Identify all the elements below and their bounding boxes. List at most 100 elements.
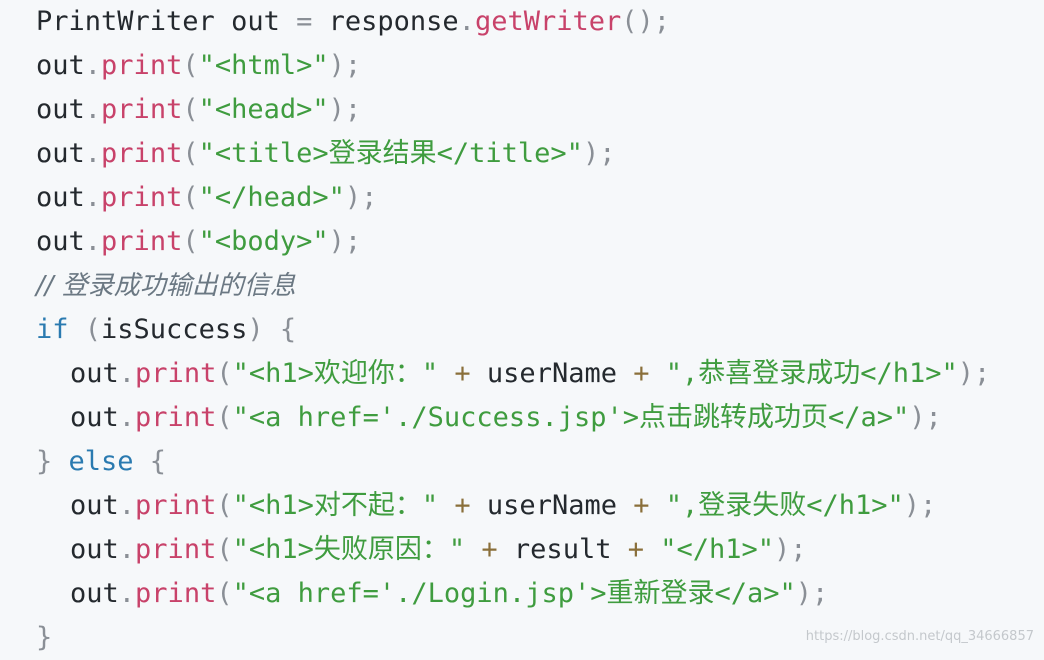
operator-token: + [616, 358, 666, 389]
code-line: } else { [36, 440, 990, 484]
punctuation-token: ); [344, 182, 378, 213]
punctuation-token: ( [216, 534, 233, 565]
string-token: "</h1>" [660, 534, 775, 565]
string-token: "<a href='./Login.jsp'>重新登录</a>" [232, 578, 796, 609]
code-line: PrintWriter out = response.getWriter(); [36, 0, 990, 44]
code-line: out.print("<html>"); [36, 44, 990, 88]
identifier-token: out [70, 490, 119, 521]
punctuation-token: . [84, 50, 102, 81]
punctuation-token: ( [216, 578, 233, 609]
string-token: "<h1>对不起：" [232, 490, 439, 521]
code-line: out.print("<body>"); [36, 220, 990, 264]
punctuation-token: ); [909, 402, 942, 433]
punctuation-token: ); [328, 50, 362, 81]
punctuation-token: } [36, 446, 69, 477]
function-token: print [101, 50, 183, 81]
keyword-token: else [68, 446, 134, 477]
code-line: if (isSuccess) { [36, 308, 990, 352]
punctuation-token: { [133, 446, 167, 477]
watermark: https://blog.csdn.net/qq_34666857 [805, 629, 1034, 644]
function-token: print [135, 358, 217, 389]
function-token: getWriter [474, 6, 622, 37]
code-line: out.print("<head>"); [36, 88, 990, 132]
punctuation-token: . [118, 358, 136, 389]
identifier-token: out [36, 182, 85, 213]
punctuation-token: . [84, 182, 102, 213]
punctuation-token: . [118, 402, 136, 433]
punctuation-token: ); [795, 578, 829, 609]
identifier-token: userName [486, 490, 617, 521]
function-token: print [101, 182, 183, 213]
function-token: print [135, 578, 217, 609]
string-token: "<h1>欢迎你：" [232, 358, 439, 389]
punctuation-token: ) { [247, 314, 297, 345]
string-token: "</head>" [198, 182, 345, 213]
function-token: print [101, 138, 183, 169]
punctuation-token: ); [957, 358, 991, 389]
operator-token: + [616, 490, 666, 521]
punctuation-token: ); [328, 226, 362, 257]
punctuation-token: . [84, 94, 102, 125]
punctuation-token: ); [328, 94, 362, 125]
string-token: "<a href='./Success.jsp'>点击跳转成功页</a>" [232, 402, 910, 433]
operator-token: + [611, 534, 661, 565]
string-token: "<html>" [198, 50, 329, 81]
identifier-token: out [70, 534, 119, 565]
punctuation-token: (); [621, 6, 671, 37]
identifier-token: out [36, 50, 85, 81]
punctuation-token: ); [774, 534, 807, 565]
identifier-token: userName [486, 358, 617, 389]
punctuation-token: ( [68, 314, 102, 345]
comment-token: // 登录成功输出的信息 [36, 271, 296, 301]
punctuation-token: ); [903, 490, 937, 521]
identifier-token: out [36, 138, 85, 169]
punctuation-token: ( [182, 94, 199, 125]
code-line: out.print("<h1>对不起：" + userName + ",登录失败… [36, 484, 990, 528]
operator-token: + [438, 358, 487, 389]
punctuation-token: ( [216, 490, 233, 521]
punctuation-token: . [118, 490, 136, 521]
function-token: print [101, 226, 183, 257]
operator-token: + [438, 490, 487, 521]
punctuation-token: ( [182, 50, 199, 81]
punctuation-token: ( [182, 182, 199, 213]
string-token: "<body>" [198, 226, 329, 257]
punctuation-token: ( [182, 138, 199, 169]
function-token: print [135, 402, 217, 433]
string-token: "<title>登录结果</title>" [198, 138, 583, 169]
identifier-token: out [36, 94, 85, 125]
punctuation-token: ( [182, 226, 199, 257]
identifier-token: isSuccess [101, 314, 248, 345]
punctuation-token: . [458, 6, 475, 37]
operator-token: + [465, 534, 514, 565]
code-line: out.print("<a href='./Success.jsp'>点击跳转成… [36, 396, 990, 440]
string-token: "<h1>失败原因：" [232, 534, 466, 565]
function-token: print [135, 534, 217, 565]
punctuation-token: . [118, 534, 136, 565]
string-token: ",恭喜登录成功</h1>" [665, 358, 958, 389]
identifier-token: out [36, 226, 85, 257]
string-token: ",登录失败</h1>" [665, 490, 904, 521]
punctuation-token: . [84, 138, 102, 169]
punctuation-token: . [118, 578, 136, 609]
code-line: } [36, 616, 990, 660]
code-listing: PrintWriter out = response.getWriter();o… [36, 0, 990, 660]
keyword-token: if [36, 314, 69, 345]
punctuation-token: ( [216, 358, 233, 389]
function-token: print [101, 94, 183, 125]
code-line: out.print("<a href='./Login.jsp'>重新登录</a… [36, 572, 990, 616]
code-line: out.print("<h1>失败原因：" + result + "</h1>"… [36, 528, 990, 572]
identifier-token: out [70, 578, 119, 609]
punctuation-token: . [84, 226, 102, 257]
string-token: "<head>" [198, 94, 329, 125]
punctuation-token: = [296, 6, 313, 37]
code-line: out.print("</head>"); [36, 176, 990, 220]
identifier-token: response [312, 6, 459, 37]
identifier-token: out [70, 358, 119, 389]
identifier-token: out [70, 402, 119, 433]
punctuation-token: } [36, 622, 53, 653]
punctuation-token: ); [582, 138, 616, 169]
punctuation-token: ( [216, 402, 233, 433]
identifier-token: PrintWriter out [36, 6, 297, 37]
